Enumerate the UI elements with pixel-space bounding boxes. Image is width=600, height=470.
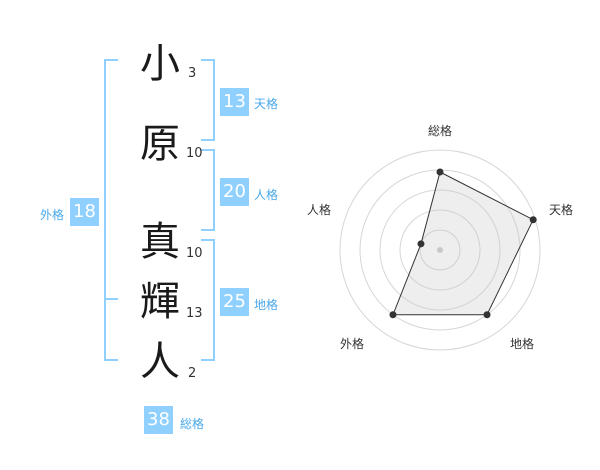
radar-ring xyxy=(419,229,461,271)
radar-chart xyxy=(339,149,541,351)
radar-point-4 xyxy=(389,311,397,319)
soukaku-value-badge: 38 xyxy=(144,406,173,434)
chikaku-bracket xyxy=(201,239,215,361)
soukaku-label: 総格 xyxy=(180,417,205,431)
radar-point-1 xyxy=(436,168,444,176)
radar-axis-label-chikaku: 地格 xyxy=(510,337,535,351)
radar-ring xyxy=(399,209,481,291)
tenkaku-value-badge: 13 xyxy=(220,88,249,116)
radar-ring xyxy=(379,189,501,311)
stroke-count-5: 2 xyxy=(188,366,197,381)
radar-axis-label-jinkaku: 人格 xyxy=(307,203,332,217)
stroke-count-2: 10 xyxy=(186,146,203,161)
chikaku-label: 地格 xyxy=(254,298,279,312)
jinkaku-label: 人格 xyxy=(254,188,279,202)
jinkaku-value-badge: 20 xyxy=(220,178,249,206)
radar-axis-label-soukaku: 総格 xyxy=(428,124,453,138)
name-char-5: 人 xyxy=(140,339,180,385)
gaikaku-label: 外格 xyxy=(40,208,65,222)
radar-series-polygon xyxy=(392,171,534,316)
radar-point-3 xyxy=(483,311,491,319)
stroke-count-1: 3 xyxy=(188,66,197,81)
name-char-2: 原 xyxy=(140,121,180,167)
radar-axis-label-tenkaku: 天格 xyxy=(549,203,574,217)
radar-point-2 xyxy=(529,216,537,224)
tenkaku-bracket xyxy=(201,59,215,141)
name-char-4: 輝 xyxy=(140,279,180,325)
radar-center xyxy=(437,247,443,253)
name-char-3: 真 xyxy=(140,219,180,265)
gaikaku-bracket xyxy=(104,59,118,361)
chikaku-value-badge: 25 xyxy=(220,288,249,316)
jinkaku-bracket xyxy=(201,149,215,231)
name-char-1: 小 xyxy=(140,41,180,87)
tenkaku-label: 天格 xyxy=(254,97,279,111)
radar-ring xyxy=(339,149,541,351)
radar-point-5 xyxy=(417,240,425,248)
radar-axis-label-gaikaku: 外格 xyxy=(340,337,365,351)
gaikaku-value-badge: 18 xyxy=(70,198,99,226)
stroke-count-4: 13 xyxy=(186,306,203,321)
stroke-count-3: 10 xyxy=(186,246,203,261)
